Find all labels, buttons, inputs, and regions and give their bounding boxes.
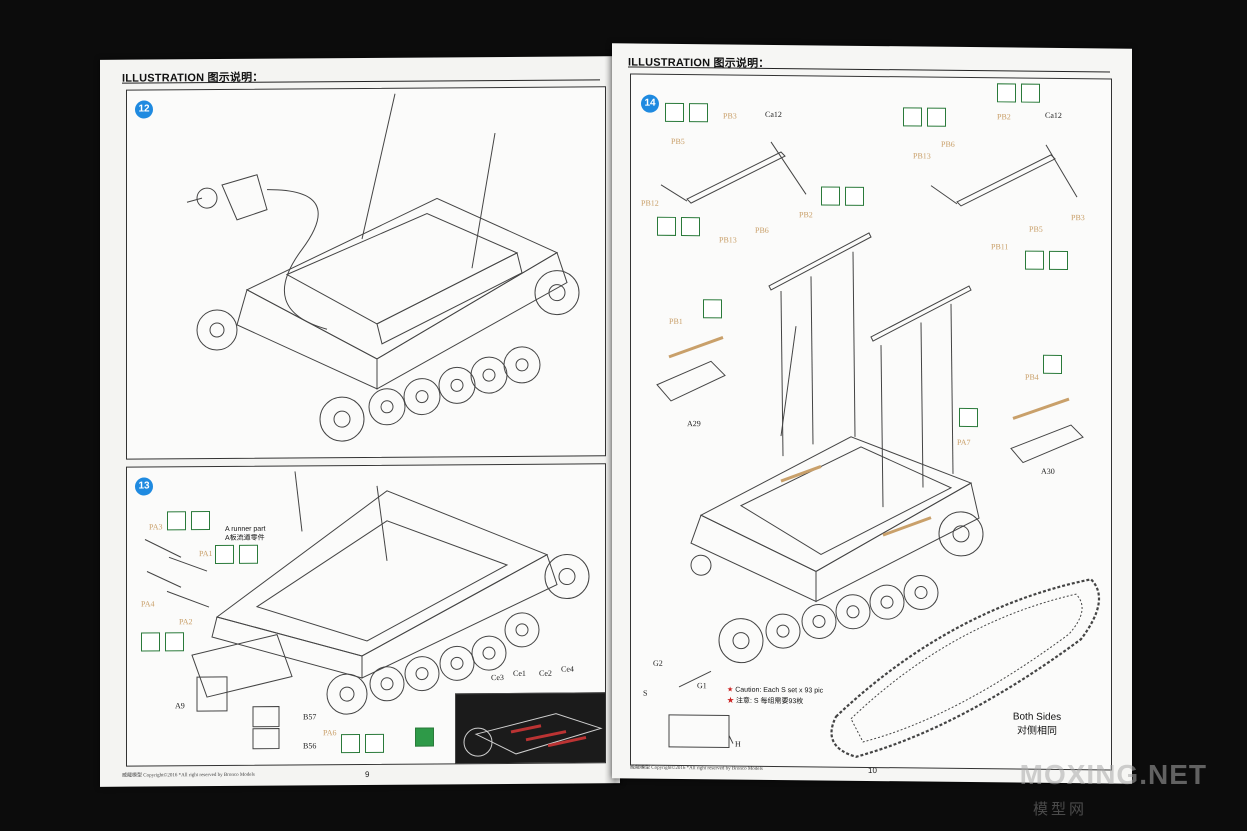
both-sides-note: Both Sides 对侧相同: [997, 710, 1077, 739]
caution-cn: ★ 注意: S 每组需要93枚: [727, 696, 803, 706]
left-footer: 威龍模型 Copyright©2016 *All right reserved …: [122, 772, 255, 779]
photo-label: Ce1: [513, 668, 526, 678]
watermark-sub: 模型网: [1032, 801, 1087, 818]
watermark-main: MOXING.NET: [1019, 759, 1207, 790]
step-12-panel: 12: [126, 86, 606, 460]
step-12-illustration: [186, 93, 580, 442]
left-page: ILLUSTRATION 图示说明： 12: [100, 56, 620, 787]
page-number-10: 10: [868, 765, 877, 776]
detail-photo: [455, 692, 606, 766]
right-footer: 威龍模型 Copyright©2016 *All right reserved …: [630, 765, 763, 772]
photo-label: Ce4: [561, 664, 574, 674]
step-13-illustration: [144, 471, 590, 750]
both-sides-en: Both Sides: [1012, 711, 1062, 723]
caution-en-text: Caution: Each S set x 93 pic: [735, 686, 824, 695]
photo-label: Ce3: [491, 672, 504, 683]
caution-en: ★ Caution: Each S set x 93 pic: [727, 685, 823, 695]
both-sides-cn: 对侧相同: [1017, 725, 1057, 737]
star-icon: ★: [727, 686, 734, 694]
right-page: ILLUSTRATION 图示说明： 14 PB3 Ca12 PB5 PB12 …: [612, 43, 1132, 784]
step-13-panel: 13 A runner part A板流道零件 PA3 PA1 PA4 PA2 …: [126, 463, 606, 767]
step-14-illustration: [656, 141, 1101, 758]
step-14-panel: 14 PB3 Ca12 PB5 PB12 PB2 PB13 PB6 PB2: [630, 73, 1112, 771]
caution-cn-text: 注意: S 每组需要93枚: [735, 697, 804, 706]
page-number-9: 9: [365, 769, 370, 779]
photo-label: Ce2: [539, 668, 552, 678]
star-icon: ★: [727, 697, 734, 705]
